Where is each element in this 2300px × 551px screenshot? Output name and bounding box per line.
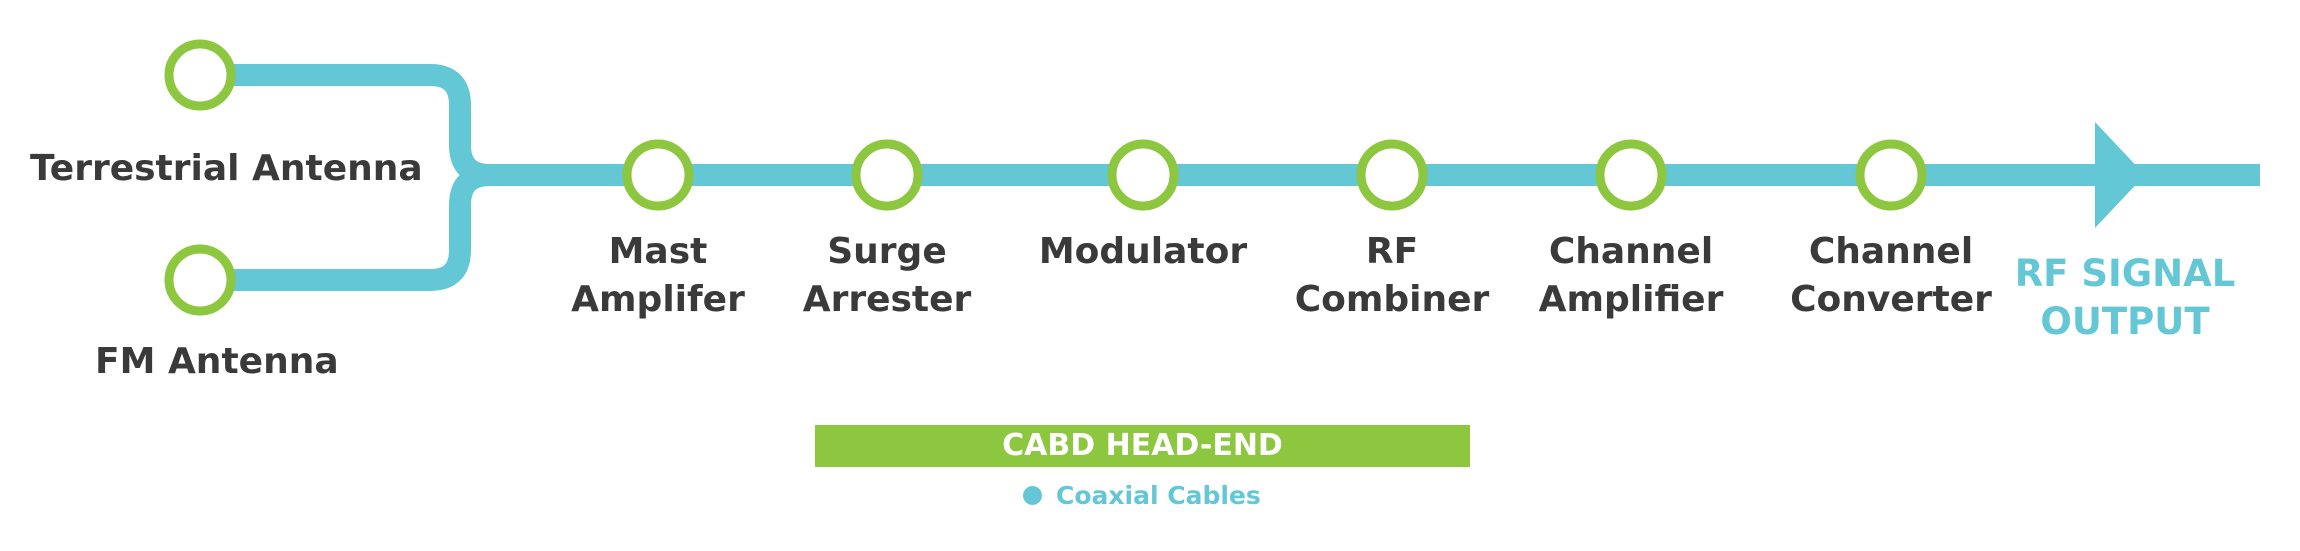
channel-converter-label-line1: Channel bbox=[1808, 231, 1974, 272]
rf-combiner-label-line1: RF bbox=[1365, 231, 1419, 272]
fm-antenna-label: FM Antenna bbox=[95, 341, 339, 382]
mast-amplifier-label: Mast Amplifer bbox=[528, 228, 788, 324]
surge-arrester-label: Surge Arrester bbox=[757, 228, 1017, 324]
fm-antenna-node bbox=[164, 244, 236, 316]
mast-amplifier-label-line2: Amplifer bbox=[571, 279, 745, 320]
terrestrial-antenna-label: Terrestrial Antenna bbox=[30, 148, 423, 189]
rf-combiner-label-line2: Combiner bbox=[1294, 279, 1490, 320]
channel-converter-label-line2: Converter bbox=[1790, 279, 1992, 320]
output-arrow-icon bbox=[2095, 122, 2145, 228]
surge-arrester-label-line2: Arrester bbox=[802, 279, 972, 320]
modulator-node bbox=[1107, 139, 1179, 211]
channel-amplifier-node bbox=[1595, 139, 1667, 211]
rf-combiner-node bbox=[1356, 139, 1428, 211]
rf-signal-output-line1: RF SIGNAL bbox=[2014, 252, 2236, 295]
channel-amplifier-label-line2: Amplifier bbox=[1538, 279, 1724, 320]
terrestrial-antenna-node bbox=[164, 39, 236, 111]
channel-amplifier-label-line1: Channel bbox=[1548, 231, 1714, 272]
channel-converter-node bbox=[1855, 139, 1927, 211]
modulator-label-line1: Modulator bbox=[1038, 231, 1248, 272]
channel-converter-label: Channel Converter bbox=[1761, 228, 2021, 324]
legend-label: Coaxial Cables bbox=[1056, 480, 1261, 510]
modulator-label: Modulator bbox=[1013, 228, 1273, 276]
mast-amplifier-node bbox=[622, 139, 694, 211]
surge-arrester-node bbox=[851, 139, 923, 211]
rf-signal-output-label: RF SIGNAL OUTPUT bbox=[1995, 250, 2255, 346]
channel-amplifier-label: Channel Amplifier bbox=[1501, 228, 1761, 324]
mast-amplifier-label-line1: Mast bbox=[608, 231, 708, 272]
legend: Coaxial Cables bbox=[1023, 478, 1261, 512]
surge-arrester-label-line1: Surge bbox=[827, 231, 947, 272]
rf-signal-output-line2: OUTPUT bbox=[2040, 300, 2210, 343]
coaxial-cable-legend-dot-icon bbox=[1023, 485, 1042, 505]
rf-combiner-label: RF Combiner bbox=[1262, 228, 1522, 324]
cabd-head-end-band: CABD HEAD-END bbox=[815, 425, 1470, 467]
